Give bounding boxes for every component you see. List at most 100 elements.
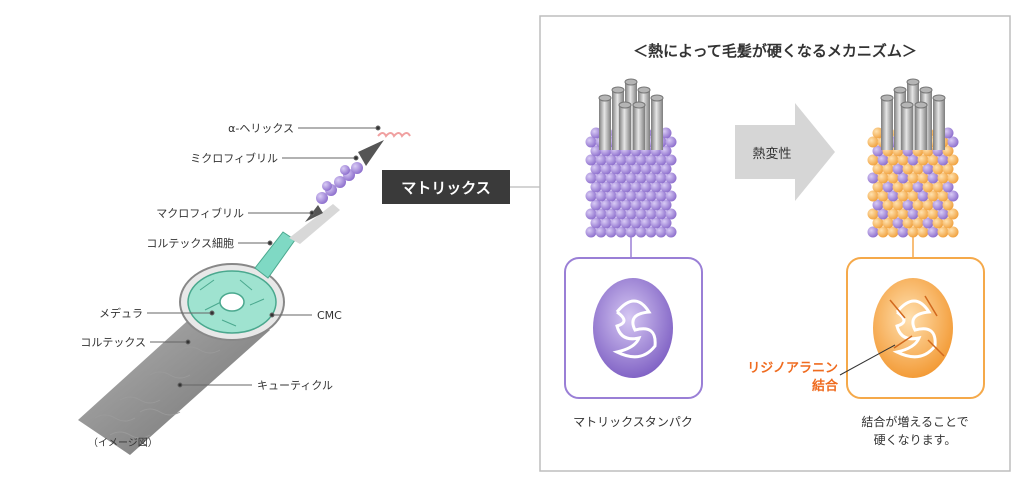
fibril-bead xyxy=(665,136,677,148)
fibril-bead xyxy=(897,154,909,166)
heat-arrow xyxy=(735,103,835,201)
fibril-bead xyxy=(630,199,642,211)
fibril-bead xyxy=(590,145,602,157)
fibril-bead xyxy=(947,154,959,166)
fibril-bead xyxy=(917,154,929,166)
fibril-bead xyxy=(605,208,617,220)
fibril-bead xyxy=(600,217,612,229)
fibril-rod-top xyxy=(632,101,646,109)
bond-label-line2: 結合 xyxy=(812,378,839,394)
fibril-bead xyxy=(620,199,632,211)
fibril-bead xyxy=(882,181,894,193)
fibril-bead xyxy=(882,217,894,229)
fibril-bead xyxy=(595,154,607,166)
label-macrofibril: マクロフィブリル xyxy=(156,206,244,220)
fibril-bead xyxy=(872,145,884,157)
fibril-rod xyxy=(881,98,893,150)
lysinoalanine-bonds xyxy=(889,295,945,357)
fibril-bead xyxy=(590,199,602,211)
fibril-bead xyxy=(590,181,602,193)
fibril-bead xyxy=(615,208,627,220)
fibril-bead xyxy=(897,190,909,202)
fibril-bead xyxy=(620,181,632,193)
fibril-bead xyxy=(882,199,894,211)
fibril-bead xyxy=(605,154,617,166)
fibril-rod-top xyxy=(637,86,651,94)
fibril-bead xyxy=(640,199,652,211)
fibril-rod-top xyxy=(906,78,920,86)
fibril-bead xyxy=(615,190,627,202)
fibril-bead xyxy=(897,226,909,238)
fibril-bead xyxy=(600,199,612,211)
fibril-bead xyxy=(665,172,677,184)
fibril-bead xyxy=(932,163,944,175)
fibril-bead xyxy=(912,217,924,229)
cortex-cell xyxy=(254,231,296,279)
fibril-bead xyxy=(650,163,662,175)
fibril-rod xyxy=(915,105,927,150)
fibril-bead xyxy=(610,181,622,193)
fibril-bead xyxy=(872,163,884,175)
fibril-bead xyxy=(907,208,919,220)
fibril-bead xyxy=(892,217,904,229)
microfibril-beads xyxy=(316,162,363,204)
protein-chain xyxy=(612,299,657,359)
fibril-bead xyxy=(922,199,934,211)
fibril-bead xyxy=(932,181,944,193)
fibril-bead xyxy=(585,208,597,220)
fibril-rod-top xyxy=(932,94,946,102)
fibril-bead xyxy=(605,172,617,184)
mechanism-title: ＜熱によって毛髪が硬くなるメカニズム＞ xyxy=(633,42,917,60)
fibril-rod xyxy=(651,98,663,150)
fibril-bead xyxy=(917,190,929,202)
fibril-bead xyxy=(630,217,642,229)
fibril-bead xyxy=(585,190,597,202)
macrofibril-cone xyxy=(289,204,340,244)
fibril-bead xyxy=(595,190,607,202)
matrix-label-box xyxy=(382,170,510,204)
fibril-bead xyxy=(877,190,889,202)
fibril-bead xyxy=(897,172,909,184)
fibril-bead xyxy=(635,154,647,166)
bond-label-line1: リジノアラニン xyxy=(747,361,838,376)
fibril-rod xyxy=(599,98,611,150)
fibril-bead xyxy=(867,154,879,166)
fibril-bead xyxy=(872,127,884,139)
fibril-bead xyxy=(892,163,904,175)
fibril-bead xyxy=(655,190,667,202)
fibril-bead xyxy=(947,136,959,148)
right-caption-line1: 結合が増えることで xyxy=(861,414,968,429)
fibril-bead xyxy=(650,217,662,229)
fibril-bead xyxy=(947,226,959,238)
fibril-bead xyxy=(887,190,899,202)
fibril-rod xyxy=(619,105,631,150)
fibril-bead xyxy=(937,172,949,184)
fibril-rod-top xyxy=(893,86,907,94)
matrix-label: マトリックス xyxy=(401,179,491,197)
fibril-bead xyxy=(625,226,637,238)
fibril-bead xyxy=(872,181,884,193)
fibril-bead xyxy=(927,226,939,238)
fibril-bead xyxy=(892,181,904,193)
fibril-bead xyxy=(585,136,597,148)
fibril-bead xyxy=(585,226,597,238)
fibril-bead xyxy=(665,208,677,220)
fibril-bead xyxy=(590,163,602,175)
fibril-bead xyxy=(907,154,919,166)
fibril-bead xyxy=(947,190,959,202)
fibril-bead xyxy=(630,163,642,175)
fibril-rod-top xyxy=(598,94,612,102)
fibril-after-heat xyxy=(867,78,959,238)
fibril-bead xyxy=(635,190,647,202)
fibril-bead xyxy=(922,163,934,175)
fibril-bead xyxy=(937,154,949,166)
fibril-bead xyxy=(937,226,949,238)
fibril-bead xyxy=(887,172,899,184)
fibril-bead xyxy=(605,190,617,202)
fibril-bead xyxy=(907,190,919,202)
fibril-bead xyxy=(645,226,657,238)
fibril-bead xyxy=(887,226,899,238)
fibril-rod xyxy=(633,105,645,150)
fibril-bead xyxy=(620,163,632,175)
